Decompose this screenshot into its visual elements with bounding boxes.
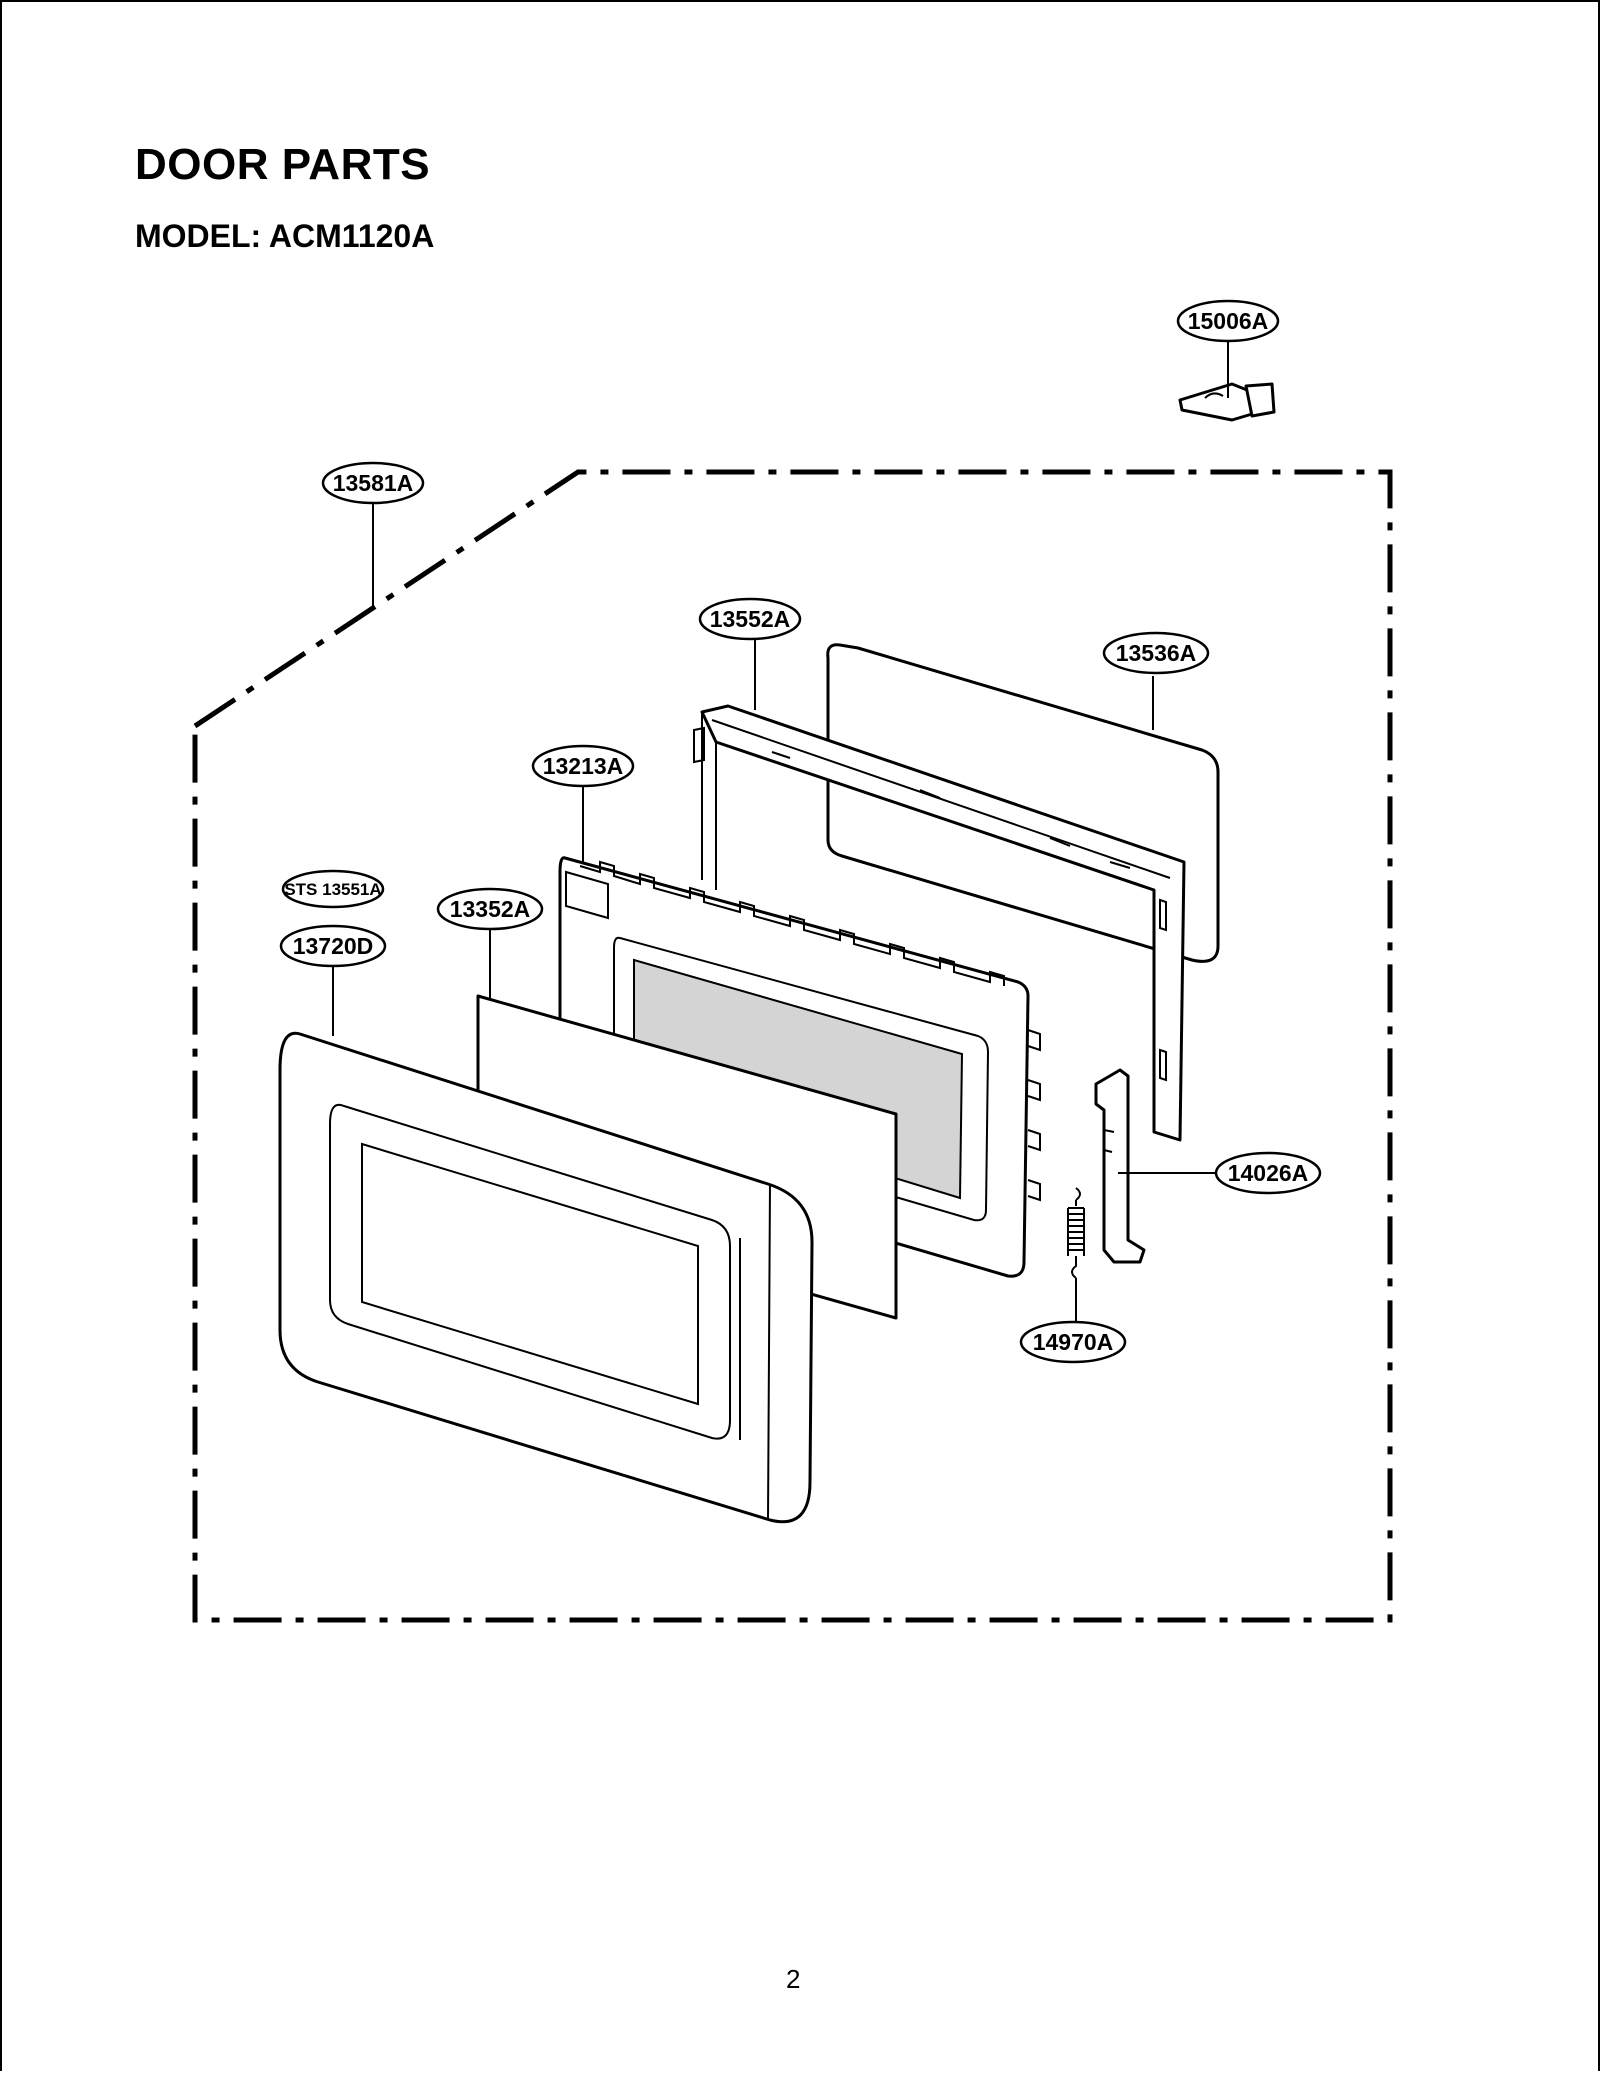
page-title: DOOR PARTS — [135, 140, 431, 189]
callout-13720D: 13720D — [279, 924, 387, 968]
callout-13552A: 13552A — [698, 597, 802, 641]
callout-15006A: 15006A — [1176, 299, 1280, 343]
callout-13352A: 13352A — [436, 887, 544, 931]
model-subtitle: MODEL: ACM1120A — [135, 218, 435, 254]
callout-14970A: 14970A — [1019, 1320, 1127, 1364]
callout-13536A: 13536A — [1102, 631, 1210, 675]
callout-13213A: 13213A — [531, 744, 635, 788]
latch-bracket-part — [1178, 382, 1276, 422]
callout-label: 13552A — [710, 606, 791, 632]
door-frame-part — [693, 704, 1186, 1142]
callout-label: 14970A — [1033, 1329, 1114, 1355]
leader-lines — [332, 340, 1229, 1322]
assembly-boundary — [192, 469, 1393, 1623]
callout-label: STS 13551A — [284, 880, 381, 899]
callout-label: 13581A — [333, 470, 414, 496]
callout-14026A: 14026A — [1214, 1151, 1322, 1195]
latch-lever-part — [1094, 1068, 1146, 1264]
callout-label: 13720D — [293, 933, 374, 959]
page-number: 2 — [786, 1964, 801, 1994]
choke-cover-panel-part — [826, 643, 1220, 963]
spring-part — [1067, 1187, 1085, 1279]
callout-STS-13551A: STS 13551A — [281, 869, 385, 909]
callout-label: 15006A — [1188, 308, 1269, 334]
callout-label: 13352A — [450, 896, 531, 922]
callout-label: 13213A — [543, 753, 624, 779]
callout-13581A: 13581A — [321, 461, 425, 505]
front-door-frame-part — [278, 1031, 814, 1524]
callout-label: 14026A — [1228, 1160, 1309, 1186]
callout-label: 13536A — [1116, 640, 1197, 666]
